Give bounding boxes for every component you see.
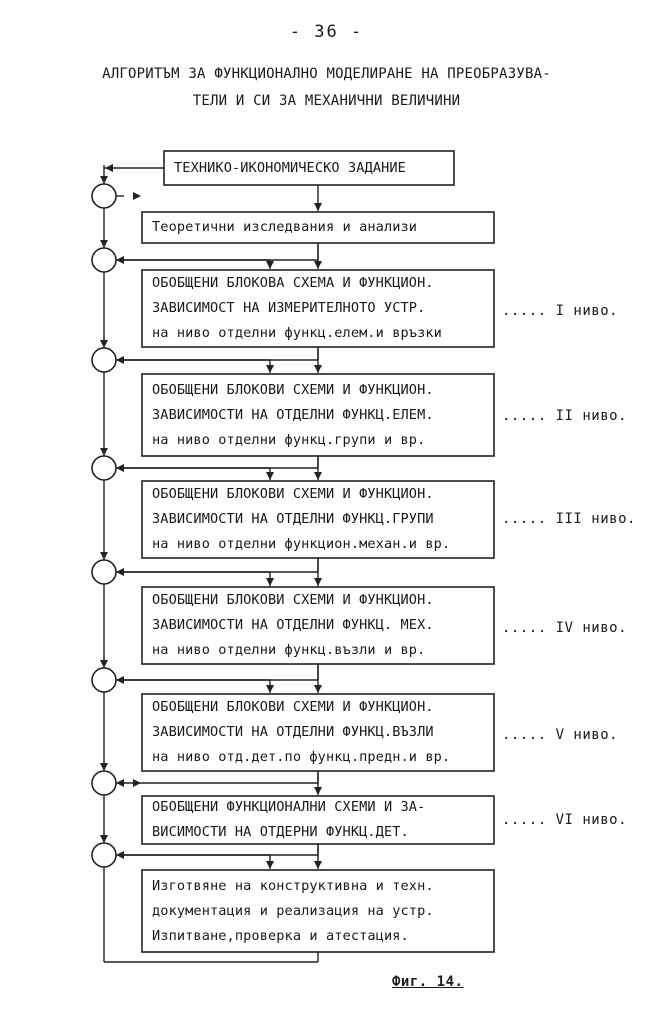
flow-arrow-head-2 [314,261,322,269]
summing-node-2 [91,247,117,273]
flow-arrow-head-4 [314,472,322,480]
feedback-link-head-4 [116,568,124,576]
flow-arrow-head-1 [314,203,322,211]
page-number: - 36 - [289,22,364,42]
feedback-link-head-7 [116,851,124,859]
feedback-trunk-arrow-7 [100,835,108,843]
level-label: ..... IV ниво. [502,620,628,636]
process-box-text-1: ТЕХНИКО-ИКОНОМИЧЕСКО ЗАДАНИЕ [174,156,406,181]
process-box-line: ВИСИМОСТИ НА ОТДЕРНИ ФУНКЦ.ДЕТ. [152,824,409,840]
process-box-line: ЗАВИСИМОСТИ НА ОТДЕЛНИ ФУНКЦ.ГРУПИ [152,511,434,527]
level-label: ..... II ниво. [502,408,628,424]
process-box-line: ОБОБЩЕНИ БЛОКОВИ СХЕМИ И ФУНКЦИОН. [152,699,434,715]
summing-node-8 [91,842,117,868]
flow-arrow-head-8 [314,861,322,869]
figure-caption: Фиг. 14. [392,974,464,990]
summing-node-1 [91,183,117,209]
feedback-trunk-arrow-3 [100,448,108,456]
flow-arrow-head-6 [314,685,322,693]
summing-node-6 [91,667,117,693]
flow-arrow-head-3 [314,365,322,373]
process-box-text-6: ОБОБЩЕНИ БЛОКОВИ СХЕМИ И ФУНКЦИОН. ЗАВИСИ… [152,588,434,663]
process-box-line: ЗАВИСИМОСТИ НА ОТДЕЛНИ ФУНКЦ.ВЪЗЛИ [152,724,434,740]
process-box-line: ОБОБЩЕНИ БЛОКОВИ СХЕМИ И ФУНКЦИОН. [152,486,434,502]
level-label: ..... I ниво. [502,303,619,319]
flow-arrow-head-5 [314,578,322,586]
process-box-line: ТЕХНИКО-ИКОНОМИЧЕСКО ЗАДАНИЕ [174,159,406,176]
level-label: ..... VI ниво. [502,812,628,828]
feedback-trunk-arrow-1 [100,240,108,248]
process-box-line: ОБОБЩЕНИ БЛОКОВА СХЕМА И ФУНКЦИОН. [152,275,434,291]
process-box-text-9: Изготвяне на конструктивна и техн. докуме… [152,874,434,949]
process-box-line: на ниво отделни функц.групи и вр. [152,431,426,448]
feedback-trunk-arrow-6 [100,763,108,771]
process-box-line: на ниво отд.дет.по функц.предн.и вр. [152,749,451,765]
process-box-text-8: ОБОБЩЕНИ ФУНКЦИОНАЛНИ СХЕМИ И ЗА- ВИСИМОС… [152,795,425,845]
node-branch-head-2 [266,261,274,269]
feedback-top-link-head [105,164,113,172]
process-box-line: ЗАВИСИМОСТ НА ИЗМЕРИТЕЛНОТО УСТР. [152,300,426,316]
process-box-text-4: ОБОБЩЕНИ БЛОКОВИ СХЕМИ И ФУНКЦИОН. ЗАВИСИ… [152,378,434,453]
process-box-line: документация и реализация на устр. [152,902,434,919]
feedback-link-head-2 [116,356,124,364]
process-box-line: ОБОБЩЕНИ БЛОКОВИ СХЕМИ И ФУНКЦИОН. [152,381,434,398]
feedback-link-head-5 [116,676,124,684]
process-box-text-7: ОБОБЩЕНИ БЛОКОВИ СХЕМИ И ФУНКЦИОН. ЗАВИСИ… [152,695,450,770]
process-box-text-2: Теоретични изследвания и анализи [152,215,417,240]
node-branch-head-5 [266,578,274,586]
process-box-line: ЗАВИСИМОСТИ НА ОТДЕЛНИ ФУНКЦ.ЕЛЕМ. [152,406,434,423]
process-box-line: на ниво отделни функцион.механ.и вр. [152,536,451,552]
feedback-trunk-arrow-0 [100,176,108,184]
node-branch-head-4 [266,472,274,480]
feedback-link-head-3 [116,464,124,472]
process-box-line: Изпитване,проверка и атестация. [152,927,409,944]
feedback-trunk-arrow-4 [100,552,108,560]
node-branch-head-1 [133,192,141,200]
level-label: ..... III ниво. [502,511,636,527]
feedback-trunk-arrow-2 [100,340,108,348]
process-box-line: ОБОБЩЕНИ ФУНКЦИОНАЛНИ СХЕМИ И ЗА- [152,799,426,815]
summing-node-3 [91,347,117,373]
node-branch-head-3 [266,365,274,373]
feedback-trunk-arrow-5 [100,660,108,668]
process-box-line: ОБОБЩЕНИ БЛОКОВИ СХЕМИ И ФУНКЦИОН. [152,592,434,608]
summing-node-4 [91,455,117,481]
process-box-text-5: ОБОБЩЕНИ БЛОКОВИ СХЕМИ И ФУНКЦИОН. ЗАВИСИ… [152,482,450,557]
title-line-2: ТЕЛИ И СИ ЗА МЕХАНИЧНИ ВЕЛИЧИНИ [192,93,461,109]
process-box-line: Изготвяне на конструктивна и техн. [152,877,434,894]
feedback-link-head-1 [116,256,124,264]
process-box-text-3: ОБОБЩЕНИ БЛОКОВА СХЕМА И ФУНКЦИОН. ЗАВИСИ… [152,271,442,346]
process-box-line: Теоретични изследвания и анализи [152,219,418,235]
process-box-line: ЗАВИСИМОСТИ НА ОТДЕЛНИ ФУНКЦ. МЕХ. [152,617,434,633]
process-box-line: на ниво отделни функц.възли и вр. [152,642,426,658]
flow-arrow-head-7 [314,787,322,795]
node-branch-head-8 [266,861,274,869]
title-line-1: АЛГОРИТЪМ ЗА ФУНКЦИОНАЛНО МОДЕЛИРАНЕ НА … [102,66,551,82]
summing-node-7 [91,770,117,796]
node-branch-head-6 [266,685,274,693]
process-box-line: на ниво отделни функц.елем.и връзки [152,325,442,341]
feedback-link-head-6 [116,779,124,787]
summing-node-5 [91,559,117,585]
level-label: ..... V ниво. [502,727,619,743]
